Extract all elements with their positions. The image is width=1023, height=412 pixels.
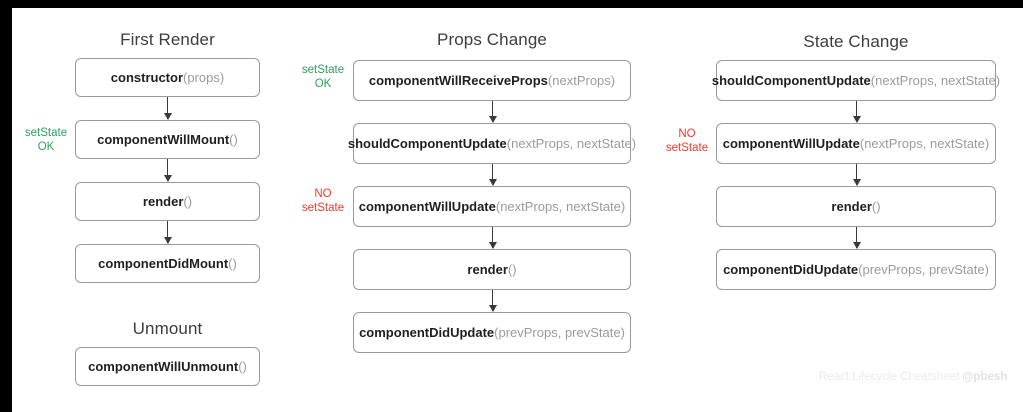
lifecycle-fn-name: componentDidMount	[98, 256, 229, 271]
lifecycle-box-component-did-mount[interactable]: componentDidMount()	[75, 244, 260, 283]
lifecycle-fn-args: (props)	[183, 70, 225, 85]
annotation-line-1: NO	[678, 128, 696, 140]
annotation-first-render-setstate-ok: setState OK	[16, 126, 76, 155]
lifecycle-fn-name: componentDidUpdate	[723, 262, 859, 277]
lifecycle-box-label: render()	[831, 200, 880, 213]
lifecycle-box-label: shouldComponentUpdate(nextProps, nextSta…	[348, 137, 636, 150]
arrow-props-3-to-4	[488, 227, 497, 249]
lifecycle-fn-args: ()	[238, 359, 247, 374]
lifecycle-fn-name: componentWillUpdate	[722, 136, 860, 151]
lifecycle-fn-name: componentWillUnmount	[88, 359, 239, 374]
arrow-constructor-to-willmount	[163, 97, 172, 120]
lifecycle-fn-args: ()	[229, 132, 238, 147]
lifecycle-box-label: render()	[467, 263, 516, 276]
lifecycle-box-render-first[interactable]: render()	[75, 182, 260, 221]
arrow-props-4-to-5	[488, 290, 497, 312]
lifecycle-fn-name: componentDidUpdate	[359, 325, 495, 340]
lifecycle-fn-name: componentWillMount	[97, 132, 230, 147]
lifecycle-box-should-component-update-props[interactable]: shouldComponentUpdate(nextProps, nextSta…	[348, 123, 636, 164]
annotation-line-2: OK	[37, 141, 55, 154]
annotation-line-2: setState	[301, 202, 345, 215]
lifecycle-box-label: constructor(props)	[111, 71, 224, 84]
lifecycle-fn-args: ()	[507, 262, 517, 277]
frame-bar-left	[0, 0, 12, 412]
lifecycle-fn-name: render	[831, 199, 872, 214]
frame-bar-top	[0, 0, 1023, 8]
lifecycle-box-render-state[interactable]: render()	[716, 186, 996, 227]
annotation-props-change-no-setstate: NO setState	[298, 187, 348, 216]
lifecycle-fn-args: (nextProps)	[547, 73, 616, 88]
column-title-state-change: State Change	[803, 32, 909, 51]
lifecycle-fn-name: componentWillReceiveProps	[368, 73, 548, 88]
lifecycle-fn-name: render	[142, 194, 184, 209]
lifecycle-box-component-did-update-state[interactable]: componentDidUpdate(prevProps, prevState)	[716, 249, 996, 290]
lifecycle-box-label: componentWillUnmount()	[88, 360, 247, 373]
watermark-handle: @pbesh	[962, 371, 1008, 383]
lifecycle-fn-name: shouldComponentUpdate	[347, 136, 507, 151]
watermark: React Lifecycle Cheatsheet @pbesh	[819, 371, 1007, 383]
arrow-props-1-to-2	[488, 101, 497, 123]
watermark-text: React Lifecycle Cheatsheet	[819, 371, 963, 383]
lifecycle-fn-args: (prevProps, prevState)	[858, 262, 989, 277]
lifecycle-box-label: render()	[143, 195, 192, 208]
annotation-line-1: setState	[301, 64, 345, 76]
lifecycle-box-component-did-update-props[interactable]: componentDidUpdate(prevProps, prevState)	[353, 312, 631, 353]
lifecycle-box-component-will-update-props[interactable]: componentWillUpdate(nextProps, nextState…	[353, 186, 631, 227]
annotation-line-1: NO	[314, 188, 332, 200]
lifecycle-fn-name: componentWillUpdate	[358, 199, 496, 214]
lifecycle-box-label: componentWillUpdate(nextProps, nextState…	[359, 200, 625, 213]
lifecycle-box-label: componentWillReceiveProps(nextProps)	[369, 74, 615, 87]
lifecycle-fn-args: ()	[183, 194, 193, 209]
arrow-render-to-didmount	[163, 221, 172, 244]
lifecycle-box-label: componentDidMount()	[98, 257, 237, 270]
lifecycle-fn-args: ()	[871, 199, 881, 214]
arrow-state-3-to-4	[852, 227, 861, 249]
lifecycle-box-component-will-unmount[interactable]: componentWillUnmount()	[75, 347, 260, 386]
annotation-line-2: OK	[314, 78, 332, 91]
lifecycle-fn-name: render	[467, 262, 508, 277]
lifecycle-fn-args: (nextProps, nextState)	[495, 199, 626, 214]
annotation-state-change-no-setstate: NO setState	[662, 127, 712, 156]
lifecycle-box-should-component-update-state[interactable]: shouldComponentUpdate(nextProps, nextSta…	[712, 60, 1000, 101]
lifecycle-box-component-will-update-state[interactable]: componentWillUpdate(nextProps, nextState…	[716, 123, 996, 164]
column-title-props-change: Props Change	[437, 30, 547, 49]
column-title-unmount: Unmount	[132, 319, 203, 338]
lifecycle-fn-args: (nextProps, nextState)	[859, 136, 990, 151]
lifecycle-fn-args: (nextProps, nextState)	[506, 136, 637, 151]
lifecycle-box-label: componentWillUpdate(nextProps, nextState…	[723, 137, 989, 150]
annotation-line-2: setState	[665, 142, 709, 155]
arrow-state-1-to-2	[852, 101, 861, 123]
lifecycle-fn-name: constructor	[110, 70, 184, 85]
lifecycle-box-label: componentDidUpdate(prevProps, prevState)	[359, 326, 625, 339]
lifecycle-fn-args: (nextProps, nextState)	[870, 73, 1001, 88]
lifecycle-fn-args: (prevProps, prevState)	[494, 325, 625, 340]
column-title-first-render: First Render	[120, 30, 215, 49]
lifecycle-box-label: componentDidUpdate(prevProps, prevState)	[723, 263, 989, 276]
lifecycle-box-component-will-receive-props[interactable]: componentWillReceiveProps(nextProps)	[353, 60, 631, 101]
lifecycle-box-render-props[interactable]: render()	[353, 249, 631, 290]
lifecycle-box-component-will-mount[interactable]: componentWillMount()	[75, 120, 260, 159]
annotation-line-1: setState	[24, 127, 68, 139]
annotation-props-change-setstate-ok: setState OK	[298, 63, 348, 92]
arrow-willmount-to-render	[163, 159, 172, 182]
lifecycle-box-label: componentWillMount()	[97, 133, 238, 146]
lifecycle-fn-name: shouldComponentUpdate	[711, 73, 871, 88]
lifecycle-fn-args: ()	[228, 256, 237, 271]
arrow-state-2-to-3	[852, 164, 861, 186]
arrow-props-2-to-3	[488, 164, 497, 186]
lifecycle-box-constructor[interactable]: constructor(props)	[75, 58, 260, 97]
lifecycle-box-label: shouldComponentUpdate(nextProps, nextSta…	[712, 74, 1000, 87]
